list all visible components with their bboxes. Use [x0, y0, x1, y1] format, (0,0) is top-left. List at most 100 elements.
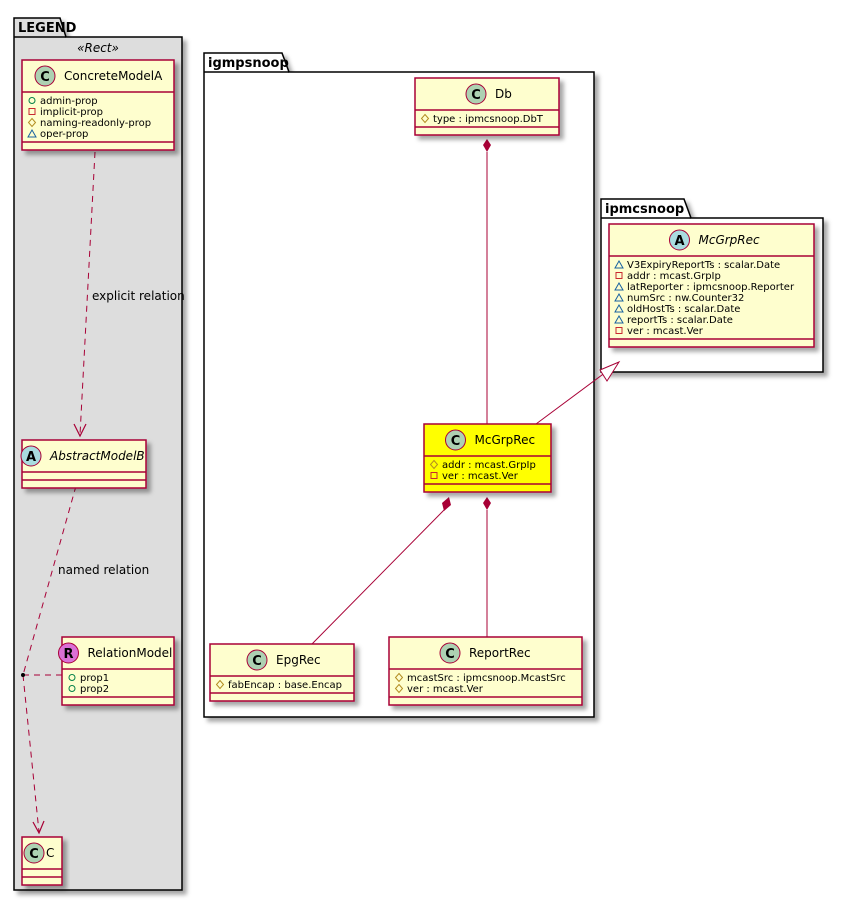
public-visibility-icon	[68, 674, 76, 681]
private-visibility-icon	[430, 472, 438, 479]
class-name: AbstractModelB	[49, 449, 145, 463]
badge-letter: C	[451, 434, 461, 449]
package-title: LEGEND	[18, 21, 77, 36]
composition-diamond	[483, 139, 491, 152]
class-attribute: prop2	[68, 684, 109, 695]
attribute-text: naming-readonly-prop	[40, 118, 151, 129]
class-box-frame	[209, 643, 355, 702]
package-visibility-icon	[614, 292, 624, 302]
abstract-class-icon	[669, 229, 690, 251]
protected-visibility-icon	[394, 672, 404, 683]
class-box-frame	[388, 636, 583, 706]
class-attribute: type : ipmcsnoop.DbT	[420, 113, 544, 125]
badge-letter: C	[40, 70, 50, 85]
protected-visibility-icon	[429, 459, 439, 470]
attribute-text: ver : mcast.Ver	[627, 326, 704, 337]
class-attribute: numSrc : nw.Counter32	[614, 292, 744, 304]
class-attribute: latReporter : ipmcsnoop.Reporter	[614, 281, 795, 293]
attribute-text: addr : mcast.GrpIp	[442, 460, 536, 471]
badge-letter: C	[252, 654, 262, 669]
attribute-text: latReporter : ipmcsnoop.Reporter	[627, 282, 795, 293]
package-title: igmpsnoop	[208, 56, 289, 71]
package-visibility-icon	[614, 314, 624, 324]
class-attribute: implicit-prop	[28, 107, 103, 118]
package-visibility-icon	[614, 281, 624, 291]
badge-letter: C	[29, 847, 39, 862]
attribute-text: ver : mcast.Ver	[407, 684, 484, 695]
explicit-relation-label: explicit relation	[92, 289, 185, 303]
class-attribute: ver : mcast.Ver	[394, 683, 484, 695]
class-box-frame	[608, 223, 815, 348]
protected-visibility-icon	[394, 683, 404, 694]
attribute-text: type : ipmcsnoop.DbT	[433, 114, 544, 125]
attribute-text: mcastSrc : ipmcsnoop.McastSrc	[407, 673, 566, 684]
class-attribute: naming-readonly-prop	[27, 117, 151, 129]
package-visibility-icon	[27, 128, 37, 138]
attribute-text: prop1	[80, 673, 109, 684]
class-attribute: fabEncap : base.Encap	[215, 679, 342, 691]
attribute-text: addr : mcast.GrpIp	[627, 271, 721, 282]
class-name: ReportRec	[469, 646, 531, 660]
abstract-class-icon	[20, 445, 42, 467]
class-attribute: V3ExpiryReportTs : scalar.Date	[614, 259, 780, 271]
attribute-text: numSrc : nw.Counter32	[627, 293, 744, 304]
class-name: C	[46, 846, 54, 860]
class-attribute: addr : mcast.GrpIp	[429, 459, 536, 471]
relation-class-icon	[58, 642, 79, 664]
public-visibility-icon	[28, 97, 36, 104]
attribute-text: reportTs : scalar.Date	[627, 315, 733, 326]
package-visibility-icon	[614, 303, 624, 313]
class-db[interactable]: C Db type : ipmcsnoop.DbT	[414, 77, 560, 136]
generalization-line	[535, 371, 607, 425]
badge-letter: R	[63, 647, 73, 662]
relation-junction-dot	[21, 673, 25, 677]
arrow-head	[32, 820, 45, 835]
class-attribute: addr : mcast.GrpIp	[615, 271, 721, 282]
attribute-text: oldHostTs : scalar.Date	[627, 304, 740, 315]
attribute-text: ver : mcast.Ver	[442, 471, 519, 482]
protected-visibility-icon	[27, 117, 37, 128]
class-attribute: admin-prop	[28, 96, 98, 107]
package-visibility-icon	[614, 259, 624, 269]
protected-visibility-icon	[215, 679, 225, 690]
class-box-frame	[21, 439, 147, 489]
class-epgrec[interactable]: C EpgRec fabEncap : base.Encap	[209, 643, 355, 702]
class-attribute: oper-prop	[27, 128, 88, 140]
class-icon	[246, 649, 268, 671]
class-name: McGrpRec	[475, 433, 536, 447]
class-name: RelationModel	[88, 646, 173, 660]
composition-diamond	[442, 497, 451, 511]
generalization-arrow	[599, 360, 621, 382]
class-icon	[23, 842, 45, 864]
explicit-relation-line	[79, 151, 96, 436]
protected-visibility-icon	[420, 113, 430, 124]
class-attribute: ver : mcast.Ver	[430, 471, 519, 482]
class-icon	[445, 429, 466, 451]
class-attribute: ver : mcast.Ver	[615, 326, 704, 337]
class-box-frame	[423, 423, 552, 493]
stereotype-label: «Rect»	[77, 41, 119, 55]
package-igmpsnoop: igmpsnoop	[203, 52, 595, 718]
class-abstract-model-b[interactable]: A AbstractModelB	[20, 439, 147, 489]
badge-letter: C	[471, 88, 481, 103]
attribute-text: fabEncap : base.Encap	[228, 680, 342, 691]
class-icon	[34, 65, 56, 87]
attribute-text: prop2	[80, 684, 109, 695]
class-box-frame	[61, 636, 175, 706]
class-name: Db	[495, 87, 512, 101]
class-name: McGrpRec	[699, 233, 761, 247]
relations: explicit relation named relation	[21, 139, 621, 835]
private-visibility-icon	[28, 108, 36, 115]
named-relation-line-2	[22, 674, 40, 833]
badge-letter: A	[26, 450, 36, 465]
class-name: EpgRec	[276, 653, 321, 667]
attribute-text: implicit-prop	[40, 107, 103, 118]
